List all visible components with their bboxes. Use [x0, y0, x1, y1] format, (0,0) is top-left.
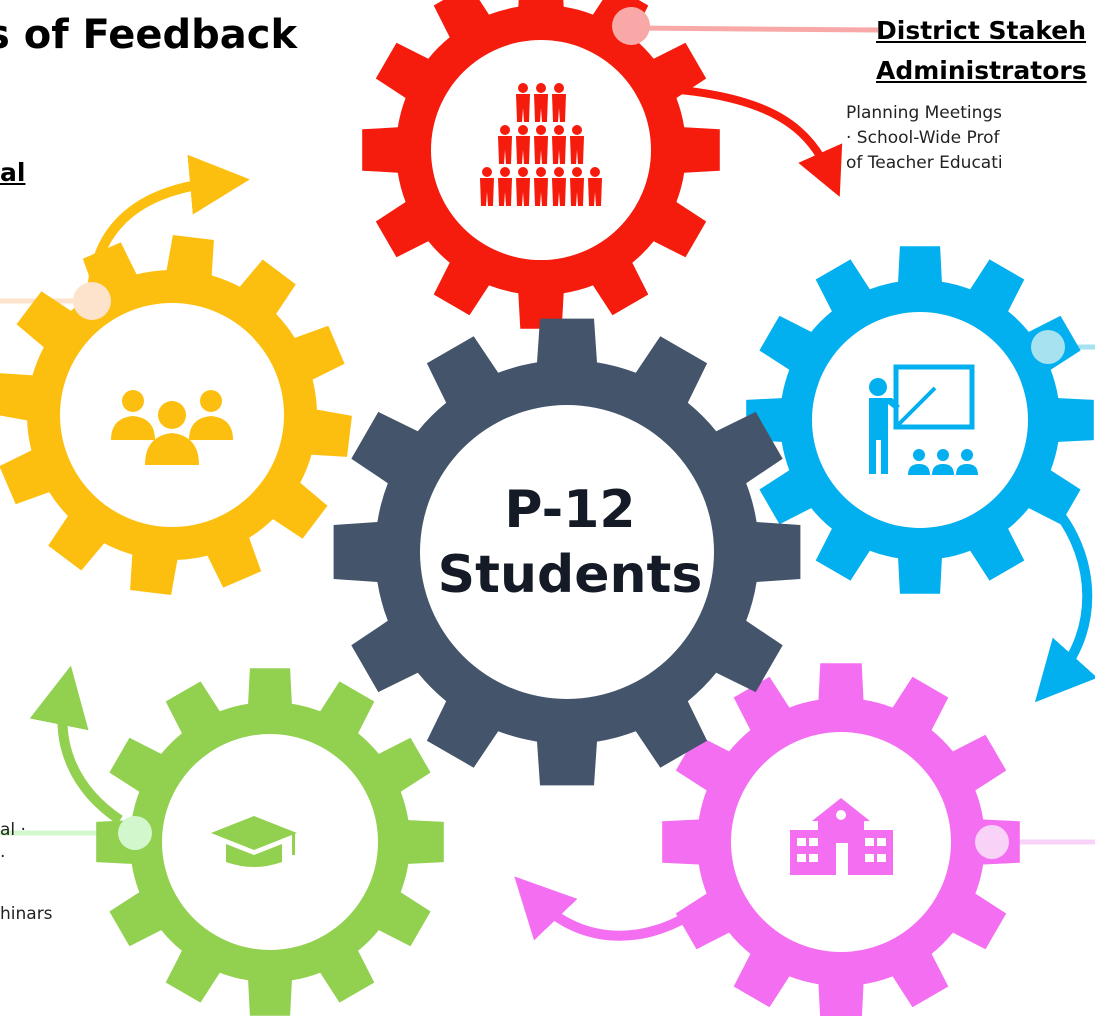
person-figure-body — [516, 94, 530, 122]
person-figure-body — [534, 136, 548, 164]
person-figure-head — [572, 125, 582, 135]
person-figure-body — [570, 178, 584, 206]
center-label-line2: Students — [437, 545, 703, 605]
person-figure-head — [482, 167, 492, 177]
person-figure-body — [552, 94, 566, 122]
people-pyramid-icon — [480, 83, 602, 206]
person-figure-head — [554, 125, 564, 135]
person-figure-body — [534, 94, 548, 122]
district-heading-line2: Administrators — [876, 56, 1087, 85]
person-figure-head — [518, 125, 528, 135]
green-connector-dot — [118, 816, 152, 850]
page-title: s of Feedback — [0, 12, 298, 58]
red-arrow — [654, 84, 843, 197]
left-text-fragment-a: al · — [0, 820, 26, 840]
person-figure-head — [500, 125, 510, 135]
person-figure-body — [516, 136, 530, 164]
district-text-line1: Planning Meetings — [846, 103, 1003, 123]
center-label-line1: P-12 — [504, 480, 636, 540]
yellow-gear — [0, 235, 352, 595]
red-connector-line — [627, 25, 879, 33]
graduation-cap-icon — [211, 816, 297, 867]
group-icon — [111, 390, 233, 465]
blue-connector-dot — [1031, 330, 1065, 364]
green-arrow — [29, 665, 123, 825]
person-figure-head — [536, 125, 546, 135]
yellow-connector-dot — [73, 282, 111, 320]
person-figure-head — [536, 83, 546, 93]
red-gear — [362, 0, 720, 329]
school-building-icon — [790, 798, 893, 875]
yellow-arrow — [87, 154, 250, 301]
red-connector-dot — [612, 7, 650, 45]
center-gear — [333, 318, 801, 786]
left-text-seminars: hinars — [0, 904, 53, 924]
pink-connector-dot — [975, 825, 1009, 859]
person-figure-body — [570, 136, 584, 164]
person-figure-head — [554, 167, 564, 177]
green-gear — [96, 668, 444, 1016]
person-figure-body — [588, 178, 602, 206]
person-figure-body — [498, 178, 512, 206]
person-figure-head — [590, 167, 600, 177]
person-figure-head — [536, 167, 546, 177]
left-text-fragment-b: . — [0, 842, 6, 862]
person-figure-body — [516, 178, 530, 206]
person-figure-head — [518, 83, 528, 93]
person-figure-head — [572, 167, 582, 177]
person-figure-head — [518, 167, 528, 177]
district-text-line2: · School-Wide Prof — [846, 128, 1000, 148]
blue-gear — [746, 246, 1094, 594]
person-figure-body — [480, 178, 494, 206]
person-figure-body — [534, 178, 548, 206]
person-figure-body — [552, 136, 566, 164]
pink-arrow — [514, 876, 693, 941]
person-figure-head — [554, 83, 564, 93]
left-heading-fragment: al — [0, 158, 26, 187]
person-figure-head — [500, 167, 510, 177]
pink-gear — [662, 663, 1020, 1016]
blue-arrow — [1034, 508, 1095, 703]
person-figure-body — [552, 178, 566, 206]
teacher-classroom-icon — [866, 364, 978, 475]
district-text-line3: of Teacher Educati — [846, 153, 1003, 173]
person-figure-body — [498, 136, 512, 164]
district-heading-line1: District Stakeh — [876, 16, 1087, 45]
